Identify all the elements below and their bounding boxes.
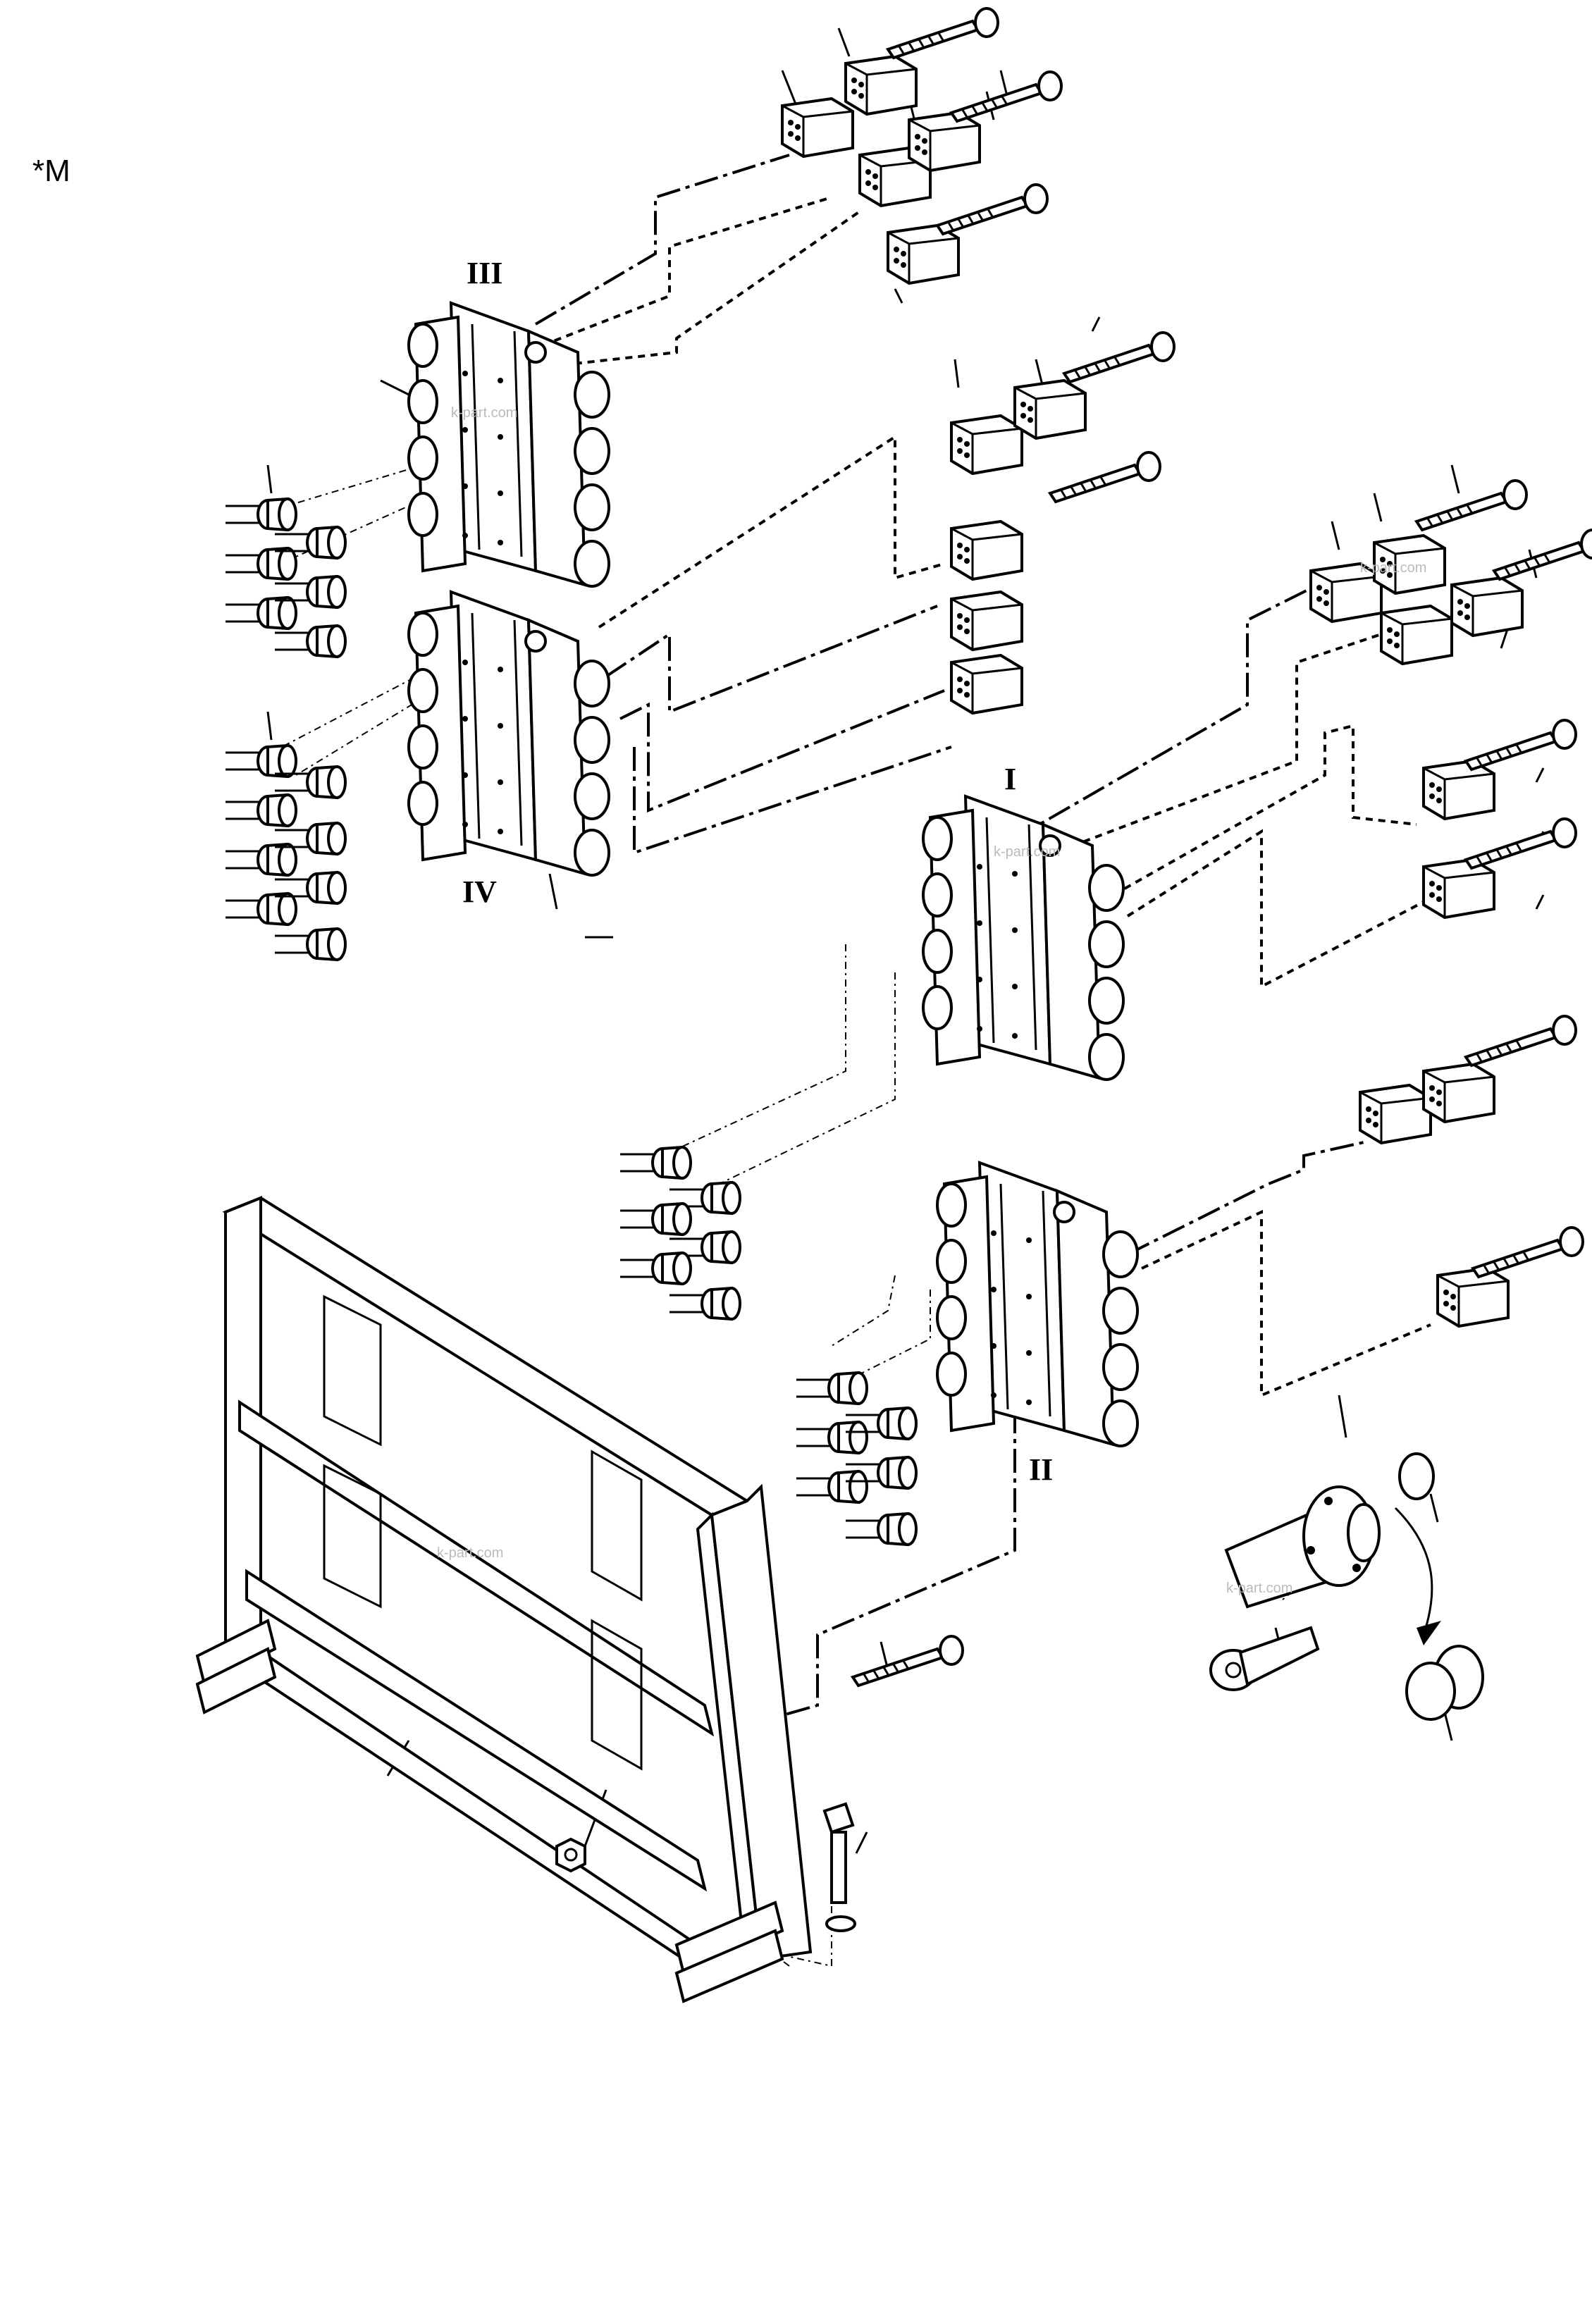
mounting-bracket [195,1196,813,2003]
page-marker: *M [32,154,70,188]
bolt [1049,451,1161,503]
bolt [1464,719,1577,771]
valve-label-III: III [467,256,502,290]
hose-fitting [844,1512,918,1546]
hose-fitting [224,744,297,778]
valve-label-II: II [1029,1452,1053,1487]
control-valve-IV [407,591,610,877]
port-block [1422,760,1495,820]
port-block [950,654,1023,715]
port-block [950,520,1023,581]
socket-bolt [1209,1626,1320,1691]
hose-fitting [224,843,297,877]
hose-fitting [795,1470,868,1504]
watermark: k-part.com [994,844,1060,860]
flange-fitting [1224,1485,1381,1609]
bolt [1464,1015,1577,1067]
bolt [1063,331,1176,383]
port-block [950,591,1023,651]
o-ring [1398,1452,1435,1500]
valve-label-IV: IV [462,874,497,909]
hose-fitting [619,1146,692,1180]
bolt [950,70,1063,123]
hose-fitting [668,1287,741,1321]
hose-fitting [224,892,297,926]
control-valve-II [936,1161,1139,1447]
watermark: k-part.com [1226,1581,1292,1596]
hose-fitting [619,1202,692,1236]
hose-fitting [224,793,297,827]
control-valve-I [922,795,1125,1081]
hose-fitting [795,1421,868,1454]
mounting-bolt [822,1802,855,1904]
hose-fitting [619,1251,692,1285]
port-block [1422,858,1495,919]
bolt [1415,479,1528,531]
bolt [887,7,999,59]
bolt [936,183,1049,235]
install-arrow [1394,1507,1433,1636]
arrow-head [1417,1621,1441,1645]
hose-fitting [273,624,347,658]
watermark: k-part.com [451,405,517,421]
bolt [851,1635,964,1687]
valve-label-I: I [1004,762,1016,796]
cap [1405,1645,1484,1721]
port-block [887,224,960,285]
hose-fitting [224,547,297,581]
port-block [844,55,918,116]
bolt [1464,817,1577,870]
bolt [1471,1226,1584,1278]
port-block [1359,1084,1432,1144]
hose-fitting [795,1371,868,1405]
watermark: k-part.com [1360,560,1426,576]
port-block [1422,1063,1495,1123]
bolt [1493,529,1592,581]
port-block [1013,379,1087,440]
control-valve-III [407,302,610,588]
nut [555,1837,586,1873]
washer [825,1915,856,1932]
port-block [1450,576,1524,637]
watermark: k-part.com [437,1545,503,1561]
port-block [908,111,981,172]
hose-fitting [224,596,297,630]
hose-fitting [273,927,347,961]
port-block [1380,605,1453,665]
hose-fitting [224,497,297,531]
port-block [1436,1267,1510,1328]
port-block [950,414,1023,475]
port-block [781,97,854,158]
